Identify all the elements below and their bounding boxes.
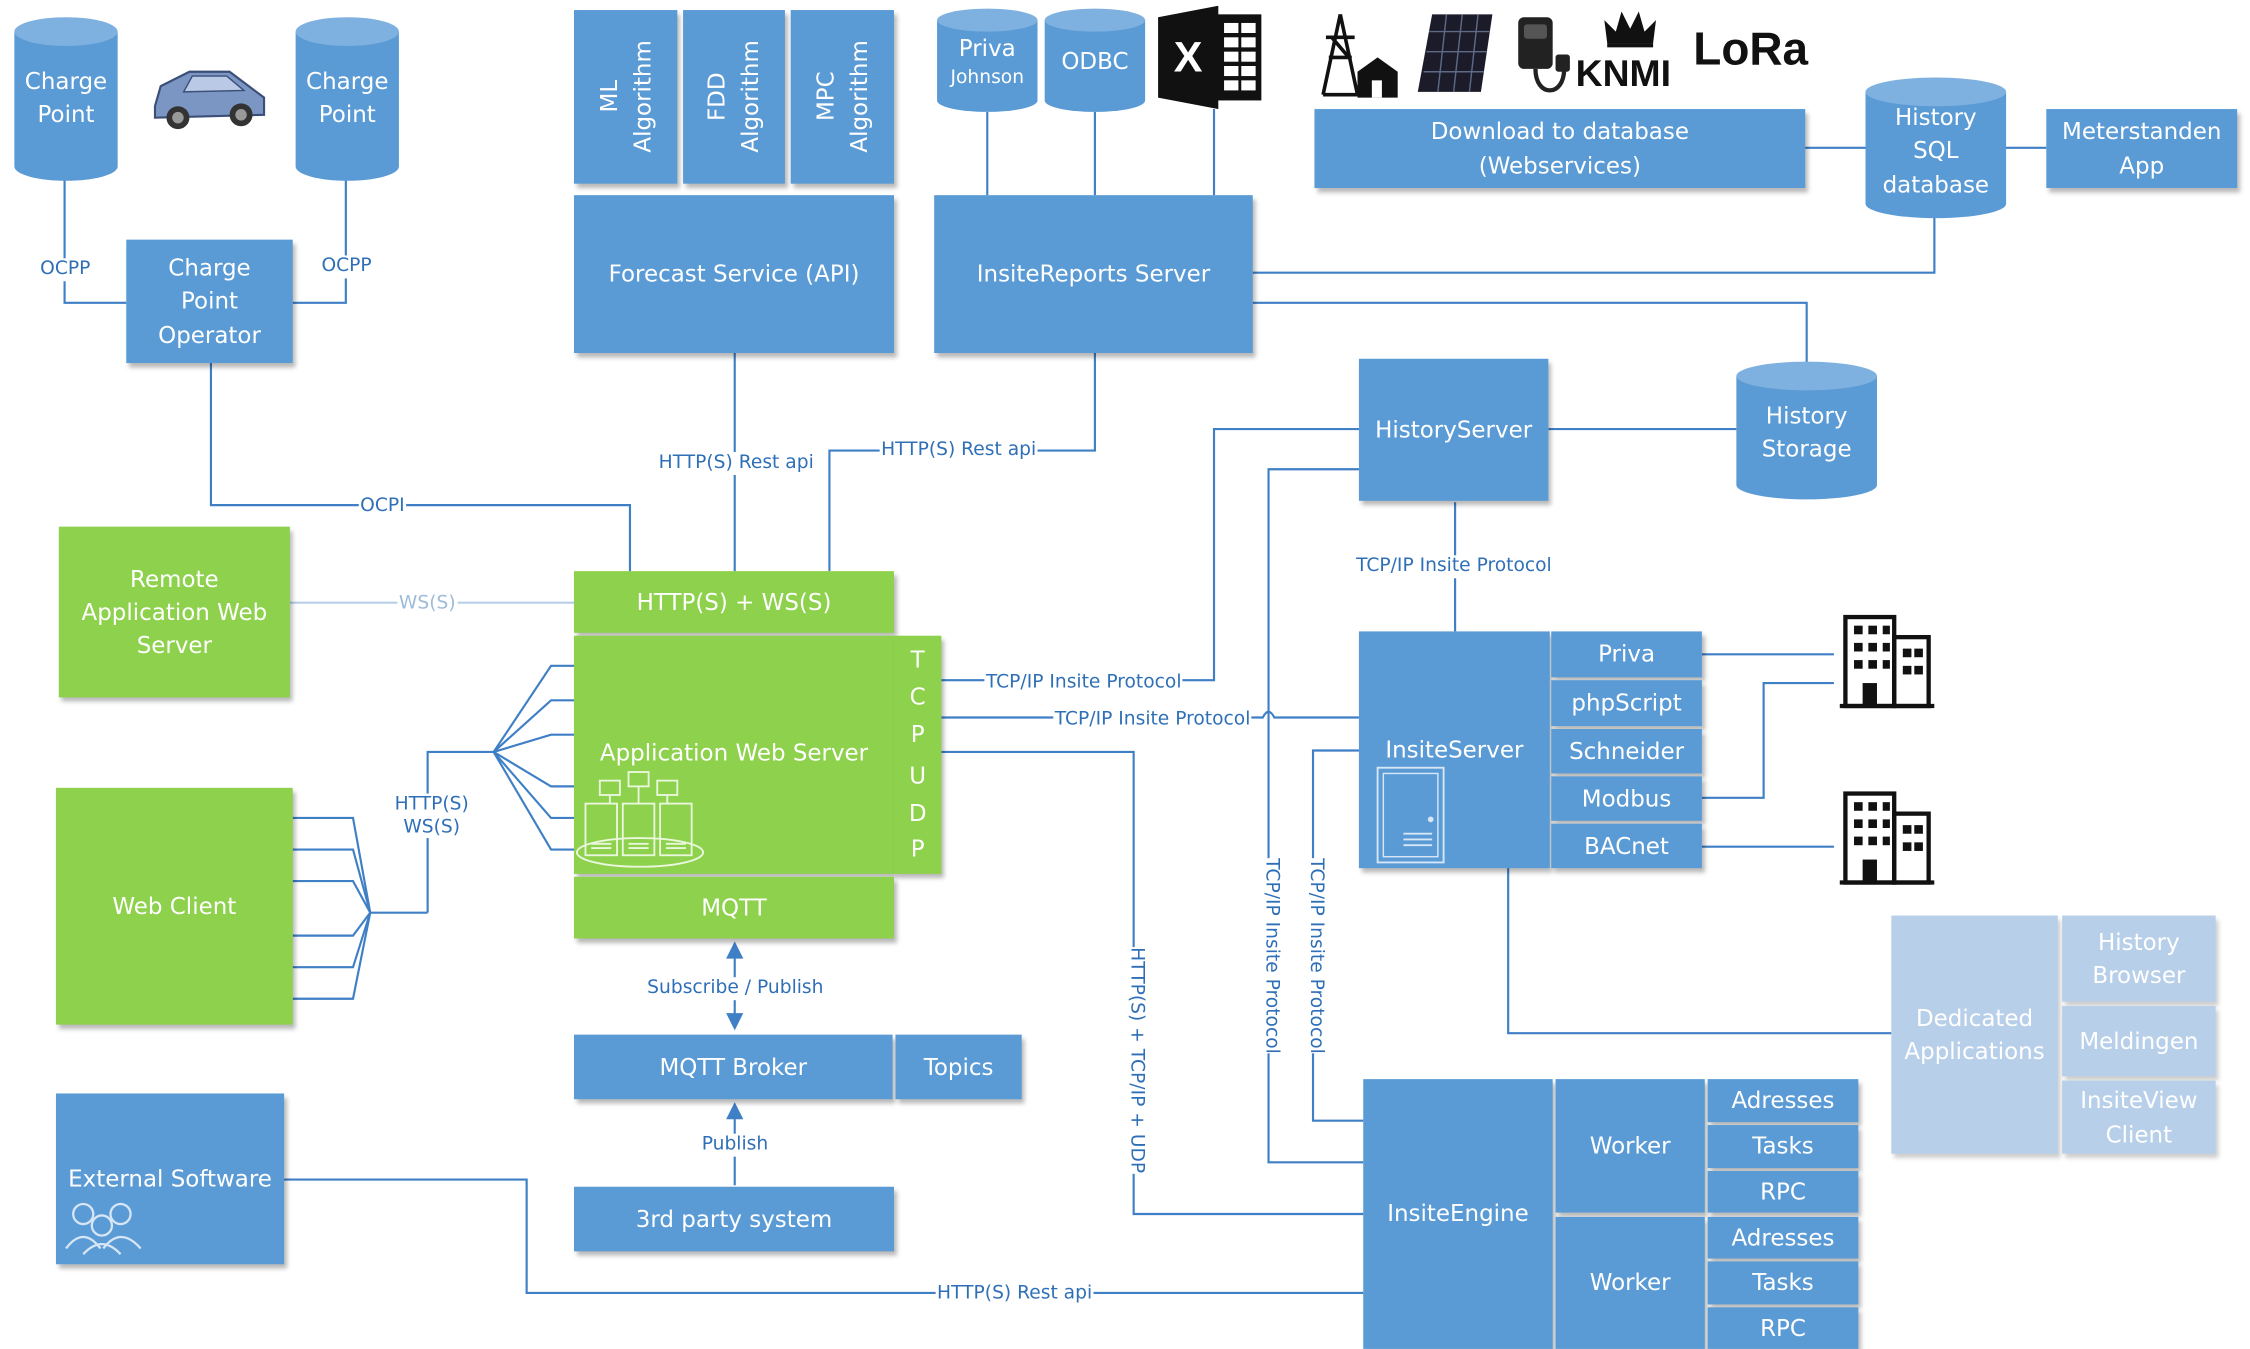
worker-2-tasks: Tasks: [1708, 1261, 1859, 1304]
server-icon: [1375, 765, 1447, 865]
priva-johnson-sub: Johnson: [934, 66, 1040, 92]
meterstanden-app: Meterstanden App: [2046, 109, 2237, 188]
edge-label-subscribe-publish: Subscribe / Publish: [646, 977, 825, 999]
dedicated-applications: Dedicated Applications: [1891, 916, 2057, 1154]
charge-point-right-label: Charge Point: [293, 57, 402, 137]
edge-label-ws: WS(S): [397, 593, 457, 615]
history-sql-database: History SQL database: [1863, 98, 2009, 204]
ml-algorithm-label: ML Algorithm: [592, 41, 659, 153]
odbc-label: ODBC: [1042, 40, 1148, 83]
ev-charger-icon: [1510, 11, 1573, 106]
worker-1-adresses: Adresses: [1708, 1079, 1859, 1122]
edge-label-tcpip-historyserver: TCP/IP Insite Protocol: [1355, 555, 1554, 577]
crown-icon: [1576, 6, 1685, 49]
server-rack-icon: [574, 769, 706, 872]
history-storage: History Storage: [1733, 393, 1879, 470]
edge-label-http-tcp-udp: HTTP(S) + TCP/IP + UDP: [1124, 947, 1149, 1173]
insite-reports-server: InsiteReports Server: [934, 195, 1253, 353]
fdd-algorithm-label: FDD Algorithm: [701, 41, 768, 153]
worker-2-adresses: Adresses: [1708, 1217, 1859, 1259]
tcp-udp-char: T: [911, 643, 925, 676]
worker-1-rpc: RPC: [1708, 1171, 1859, 1213]
excel-icon: X: [1158, 6, 1264, 109]
mqtt-broker: MQTT Broker: [574, 1035, 893, 1100]
application-web-server-label: Application Web Server: [600, 736, 868, 769]
edge-label-tcpip-1: TCP/IP Insite Protocol: [984, 672, 1183, 694]
mqtt-box: MQTT: [574, 877, 894, 939]
edge-label-web-client: HTTP(S) WS(S): [393, 794, 470, 839]
worker-1-tasks: Tasks: [1708, 1125, 1859, 1168]
building-icon: [1840, 788, 1935, 888]
edge-label-ocpi: OCPI: [359, 495, 406, 517]
priva-johnson-title: Priva: [934, 32, 1040, 66]
mpc-algorithm: MPC Algorithm: [791, 10, 894, 184]
charge-point-operator: Charge Point Operator: [126, 240, 292, 363]
tcp-udp-char: U: [909, 759, 926, 792]
power-grid-icon: [1314, 9, 1400, 101]
insite-engine: InsiteEngine: [1363, 1079, 1552, 1349]
fdd-algorithm: FDD Algorithm: [683, 10, 785, 184]
users-icon: [63, 1197, 143, 1257]
tcp-udp-char: P: [911, 833, 925, 866]
edge-label-ocpp-right: OCPP: [320, 255, 373, 277]
history-server: HistoryServer: [1359, 359, 1548, 501]
edge-label-tcpip-vertical-2: TCP/IP Insite Protocol: [1303, 858, 1328, 1054]
insiteview-client: InsiteView Client: [2062, 1081, 2216, 1154]
download-to-database: Download to database (Webservices): [1314, 109, 1805, 188]
driver-priva: Priva: [1551, 631, 1702, 677]
meldingen: Meldingen: [2062, 1006, 2216, 1076]
history-browser: History Browser: [2062, 916, 2216, 1002]
edge-label-tcpip-2: TCP/IP Insite Protocol: [1053, 709, 1252, 731]
charge-point-left-label: Charge Point: [11, 57, 120, 137]
mqtt-topics: Topics: [895, 1035, 1021, 1100]
driver-bacnet: BACnet: [1551, 824, 1702, 868]
remote-application-web-server: Remote Application Web Server: [59, 527, 290, 698]
edge-label-forecast-rest: HTTP(S) Rest api: [657, 452, 815, 474]
driver-phpscript: phpScript: [1551, 680, 1702, 726]
car-icon: [146, 52, 269, 138]
knmi-text: KNMI: [1576, 52, 1671, 96]
http-ws-gateway: HTTP(S) + WS(S): [574, 571, 894, 633]
edge-label-tcpip-vertical-1: TCP/IP Insite Protocol: [1258, 858, 1283, 1054]
forecast-service: Forecast Service (API): [574, 195, 894, 353]
worker-2: Worker: [1556, 1217, 1705, 1349]
worker-2-rpc: RPC: [1708, 1307, 1859, 1349]
tcp-udp-char: P: [911, 718, 925, 751]
driver-modbus: Modbus: [1551, 776, 1702, 820]
tcp-udp-char: C: [910, 681, 926, 714]
lora-logo: LoRa: [1693, 23, 1808, 76]
edge-label-reports-rest: HTTP(S) Rest api: [880, 439, 1038, 461]
edge-label-publish: Publish: [700, 1134, 769, 1156]
svg-text:X: X: [1174, 34, 1203, 82]
building-icon: [1840, 611, 1935, 711]
edge-label-ocpp-left: OCPP: [39, 258, 92, 280]
web-client: Web Client: [56, 788, 293, 1025]
driver-schneider: Schneider: [1551, 729, 1702, 773]
knmi-logo: KNMI: [1576, 6, 1685, 98]
tcp-udp-char: D: [909, 796, 927, 829]
worker-1: Worker: [1556, 1079, 1705, 1212]
mpc-algorithm-label: MPC Algorithm: [809, 41, 876, 153]
solar-panel-icon: [1415, 11, 1495, 97]
edge-label-external-rest: HTTP(S) Rest api: [936, 1283, 1094, 1305]
tcp-udp-port: T C P U D P: [894, 636, 941, 874]
third-party-system: 3rd party system: [574, 1187, 894, 1252]
ml-algorithm: ML Algorithm: [574, 10, 677, 184]
